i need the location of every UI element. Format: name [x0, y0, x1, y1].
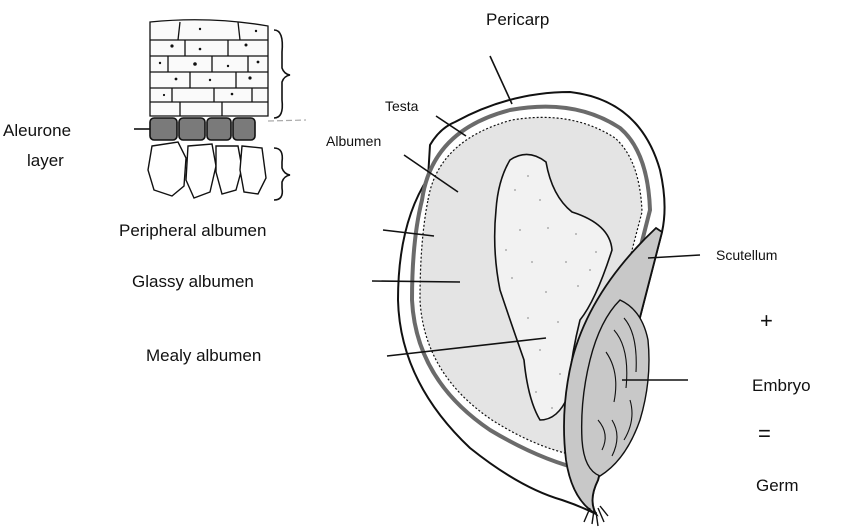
- pericarp-label: Pericarp: [486, 10, 549, 29]
- albumen-brace: [274, 148, 290, 200]
- glassy-albumen-label: Glassy albumen: [132, 272, 254, 291]
- testa-label: Testa: [385, 98, 419, 114]
- scutellum-label: Scutellum: [716, 247, 777, 263]
- equals-sign: =: [758, 421, 771, 446]
- aleurone-dash: [268, 120, 306, 121]
- pericarp-brace: [274, 30, 290, 118]
- mealy-albumen-label: Mealy albumen: [146, 346, 261, 365]
- aleurone-label-line1: Aleurone: [3, 121, 71, 140]
- pericarp-cells: [150, 20, 268, 116]
- embryo-label: Embryo: [752, 376, 811, 395]
- albumen-cells: [148, 142, 266, 198]
- cell-layer-inset: [134, 20, 306, 200]
- aleurone-cells: [150, 118, 255, 140]
- germ-label: Germ: [756, 476, 799, 495]
- albumen-label: Albumen: [326, 133, 381, 149]
- aleurone-label-line2: layer: [27, 151, 64, 170]
- peripheral-albumen-label: Peripheral albumen: [119, 221, 266, 240]
- grain-section: [398, 92, 665, 526]
- plus-sign: +: [760, 308, 773, 333]
